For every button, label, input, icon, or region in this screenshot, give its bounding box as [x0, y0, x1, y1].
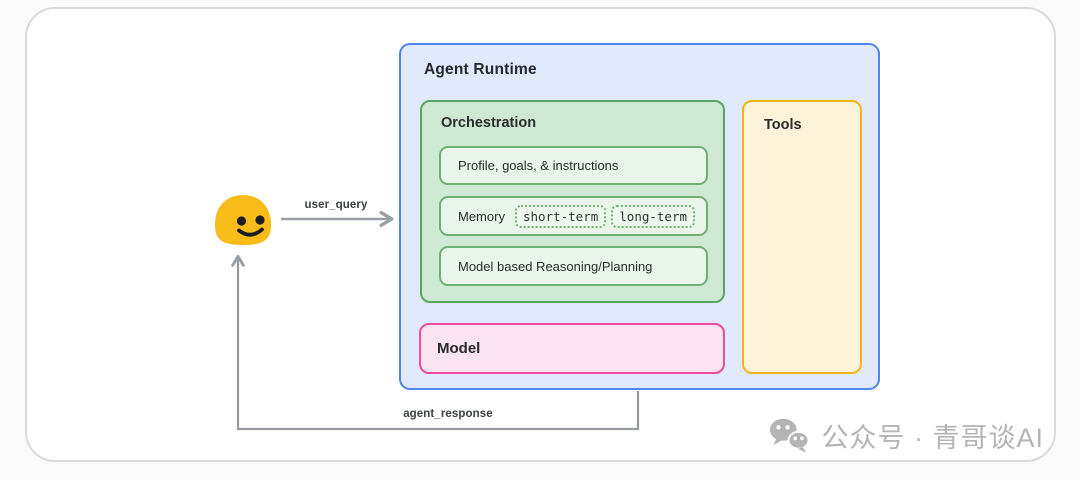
- user-smiley-icon: [215, 195, 271, 245]
- agent-runtime-box: Agent Runtime Orchestration Profile, goa…: [399, 43, 880, 390]
- orchestration-box: Orchestration Profile, goals, & instruct…: [420, 100, 725, 303]
- memory-label: Memory: [458, 208, 505, 224]
- long-term-chip: long-term: [611, 204, 695, 228]
- reasoning-planning-box: Model based Reasoning/Planning: [439, 246, 708, 286]
- short-term-chip: short-term: [515, 204, 607, 228]
- model-title: Model: [437, 340, 481, 357]
- agent-response-label: agent_response: [403, 408, 493, 420]
- profile-goals-instructions-box: Profile, goals, & instructions: [439, 146, 708, 185]
- profile-goals-instructions-label: Profile, goals, & instructions: [458, 158, 619, 173]
- wechat-icon: [770, 418, 811, 453]
- reasoning-planning-label: Model based Reasoning/Planning: [458, 258, 653, 274]
- model-box: Model: [419, 323, 725, 374]
- watermark-text: 公众号 · 青哥谈AI: [821, 422, 1044, 453]
- tools-title: Tools: [764, 117, 802, 133]
- watermark: 公众号 · 青哥谈AI: [768, 417, 1044, 453]
- memory-chip-group: short-term long-term: [515, 204, 695, 228]
- memory-box: Memory short-term long-term: [439, 196, 708, 236]
- orchestration-title: Orchestration: [441, 115, 537, 131]
- user-query-label: user_query: [304, 199, 368, 211]
- tools-box: Tools: [742, 100, 862, 374]
- agent-runtime-title: Agent Runtime: [424, 61, 537, 78]
